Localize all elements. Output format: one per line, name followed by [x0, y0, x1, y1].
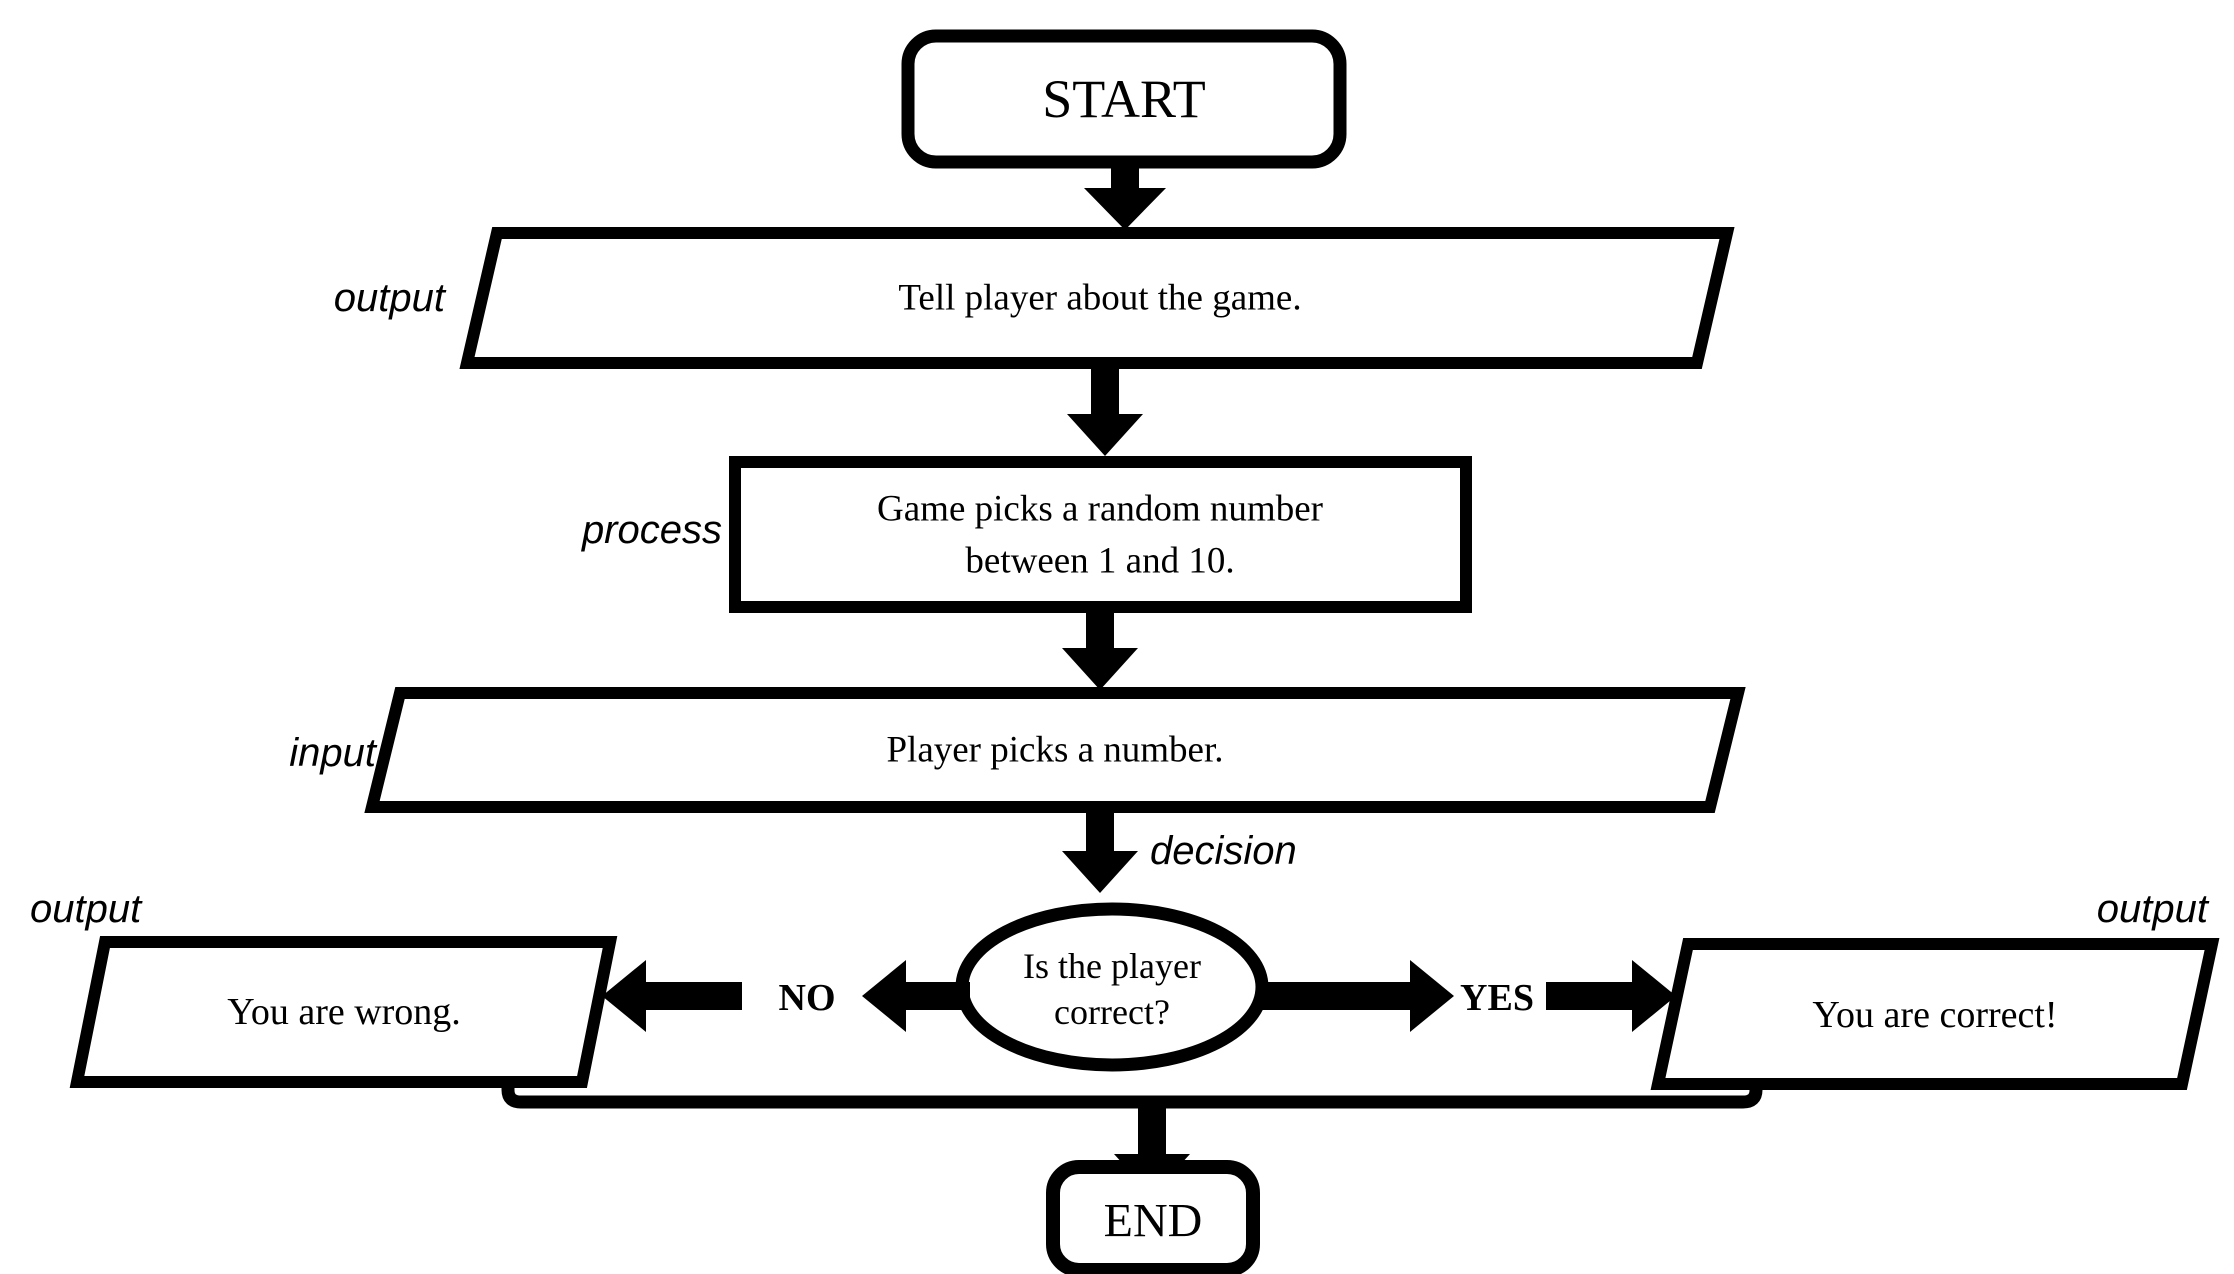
arrow-process-to-input	[1062, 605, 1138, 690]
arrow-output-to-process	[1067, 361, 1143, 456]
start-label: START	[1042, 69, 1205, 129]
random-number-annotation: process	[581, 508, 722, 552]
random-number-line2: between 1 and 10.	[965, 541, 1234, 582]
wrong-output-node: output You are wrong.	[30, 887, 618, 1088]
end-terminator-shape	[1046, 1160, 1260, 1274]
decision-ellipse-shape	[955, 902, 1269, 1072]
arrow-yes-label-to-correct	[1546, 960, 1676, 1032]
player-picks-node: input Player picks a number.	[289, 687, 1746, 813]
tell-player-node: output Tell player about the game.	[334, 227, 1735, 369]
no-branch-label: NO	[779, 977, 836, 1019]
end-node: END	[1046, 1160, 1260, 1274]
wrong-output-annotation: output	[30, 887, 143, 931]
random-number-line1: Game picks a random number	[877, 489, 1323, 530]
arrow-start-to-output	[1084, 160, 1166, 230]
end-label: END	[1104, 1195, 1203, 1248]
random-number-rectangle-shape	[729, 456, 1472, 613]
correct-parallelogram-shape	[1650, 938, 2220, 1090]
arrow-decision-to-yes-label	[1258, 960, 1454, 1032]
arrow-input-to-decision	[1062, 805, 1138, 893]
arrow-no-label-to-wrong	[602, 960, 742, 1032]
tell-player-annotation: output	[334, 276, 447, 320]
correct-label: You are correct!	[1812, 994, 2057, 1036]
player-picks-label: Player picks a number.	[886, 730, 1223, 771]
player-picks-annotation: input	[289, 731, 378, 775]
arrow-decision-to-no-label	[862, 960, 970, 1032]
tell-player-label: Tell player about the game.	[898, 278, 1301, 319]
random-number-node: process Game picks a random number betwe…	[581, 456, 1472, 613]
player-picks-parallelogram-shape	[364, 687, 1746, 813]
yes-branch-label: YES	[1460, 977, 1534, 1019]
decision-annotation: decision	[1150, 829, 1297, 873]
decision-line1: Is the player	[1023, 946, 1201, 986]
merge-connector-line	[501, 1078, 1763, 1109]
start-node: START	[901, 29, 1347, 169]
tell-player-parallelogram-shape	[459, 227, 1735, 369]
correct-output-node: output You are correct!	[1650, 887, 2220, 1090]
wrong-label: You are wrong.	[227, 991, 461, 1033]
decision-line2: correct?	[1054, 992, 1170, 1032]
decision-node: Is the player correct?	[955, 902, 1269, 1072]
wrong-parallelogram-shape	[69, 936, 618, 1088]
correct-output-annotation: output	[2097, 887, 2210, 931]
